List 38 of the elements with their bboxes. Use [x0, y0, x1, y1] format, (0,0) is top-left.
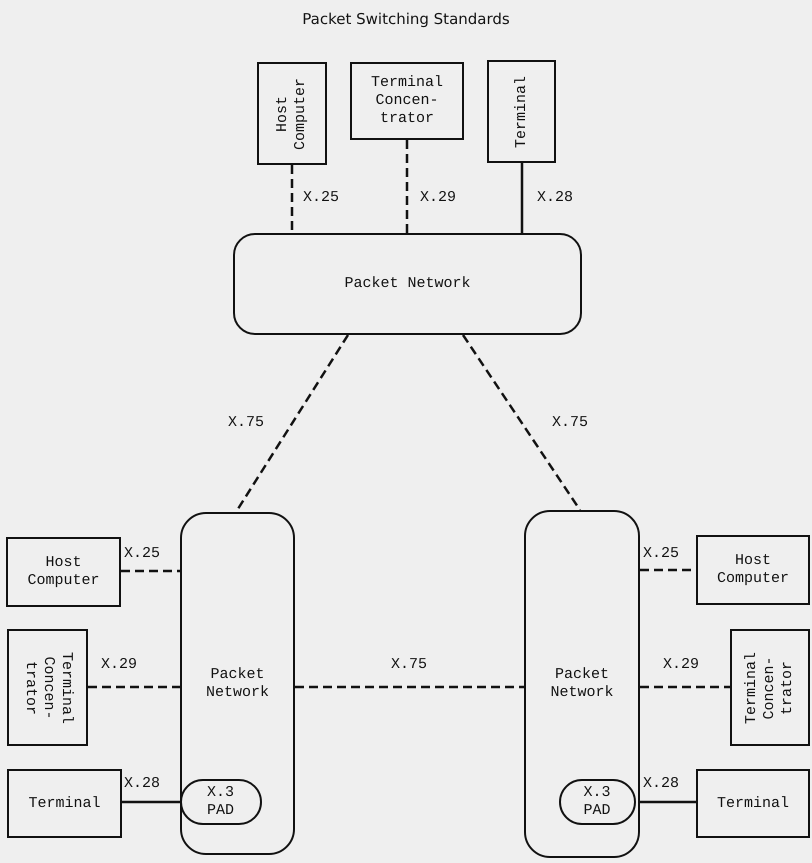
connector-line — [640, 686, 730, 688]
connector-line — [406, 140, 408, 233]
connector-line — [462, 334, 582, 511]
device-box — [7, 629, 88, 746]
node-label: Terminal Concen- trator — [743, 650, 797, 726]
node-label: Packet Network — [549, 666, 614, 702]
device-box — [487, 60, 556, 163]
node-label: Host Computer — [716, 552, 790, 588]
node-label: Terminal Concen- trator — [20, 650, 74, 726]
device-box — [257, 62, 327, 165]
device-box — [6, 537, 121, 607]
node-label: X.3 PAD — [206, 784, 235, 820]
diagram-title: Packet Switching Standards — [301, 10, 511, 28]
connector-line — [290, 165, 294, 233]
node-label: Terminal — [716, 794, 790, 812]
node-label: Host Computer — [26, 554, 100, 590]
pad-box — [558, 778, 636, 824]
device-box — [350, 62, 464, 140]
connector-line — [121, 570, 180, 572]
connector-line — [122, 800, 180, 804]
device-box — [696, 535, 810, 605]
node-label: Terminal Concen- trator — [370, 74, 444, 128]
device-box — [7, 769, 122, 838]
connector-line — [295, 686, 524, 688]
device-box — [696, 769, 810, 838]
network-box — [180, 512, 295, 855]
pad-box — [180, 778, 262, 824]
node-label: Terminal — [27, 794, 102, 812]
node-label: Packet Network — [204, 666, 270, 702]
network-box — [524, 510, 640, 858]
connector-line — [520, 163, 524, 233]
node-label: X.3 PAD — [582, 784, 612, 820]
network-box — [233, 233, 582, 335]
connector-line — [88, 686, 180, 688]
device-box — [730, 629, 810, 746]
node-label: Packet Network — [343, 275, 472, 293]
node-label: Terminal — [512, 74, 530, 150]
node-label: Host Computer — [274, 76, 310, 152]
